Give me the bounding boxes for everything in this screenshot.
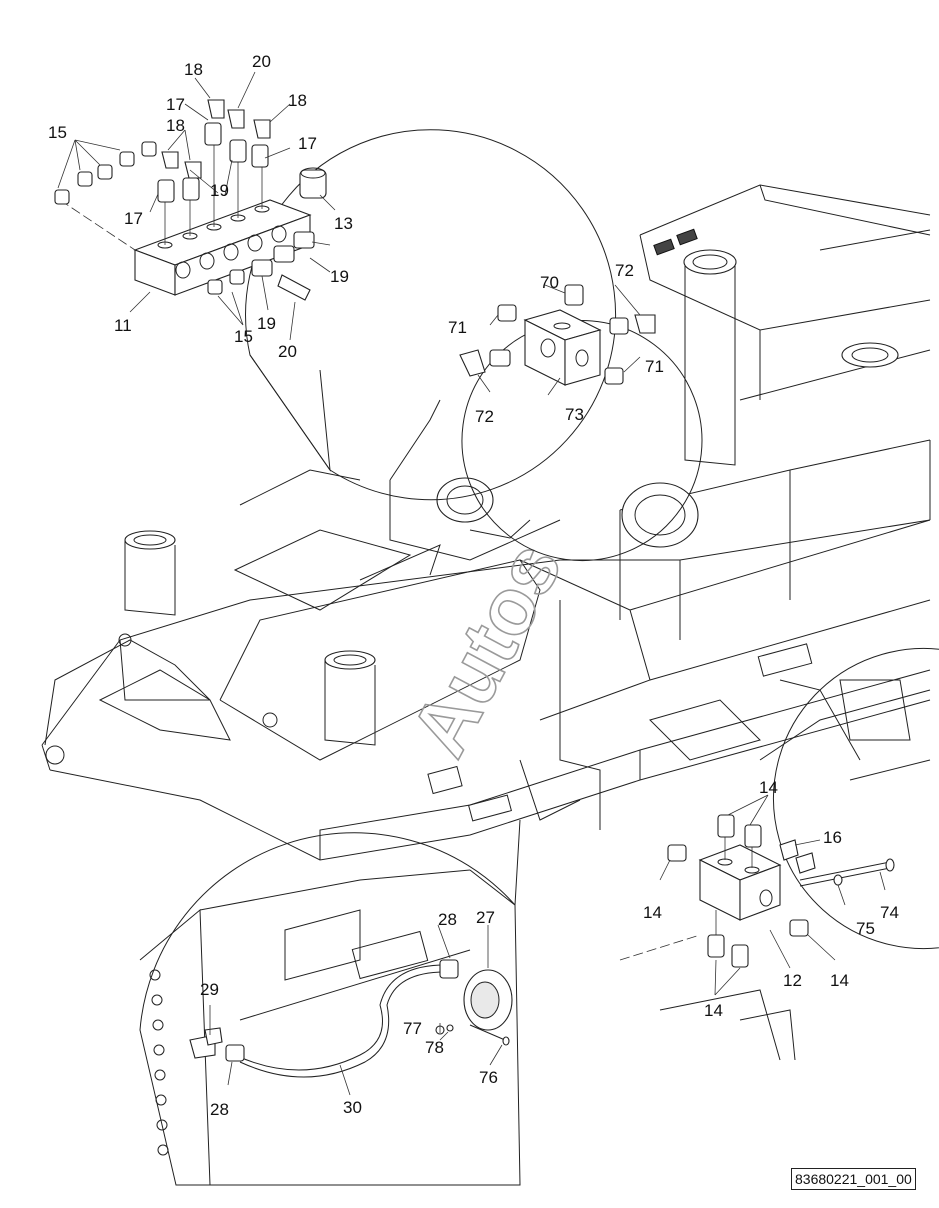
callout-19: 19: [257, 314, 276, 333]
callout-17: 17: [124, 209, 143, 228]
callout-71: 71: [448, 318, 467, 337]
callout-76: 76: [479, 1068, 498, 1087]
callout-14: 14: [830, 971, 849, 990]
callout-27: 27: [476, 908, 495, 927]
callout-19: 19: [330, 267, 349, 286]
callout-17: 17: [298, 134, 317, 153]
callout-14: 14: [643, 903, 662, 922]
callout-29: 29: [200, 980, 219, 999]
callout-13: 13: [334, 214, 353, 233]
detail-view-right: [619, 648, 939, 1061]
callout-75: 75: [856, 919, 875, 938]
callout-15: 15: [234, 327, 253, 346]
detail-view-bottom: [139, 819, 521, 1186]
callout-14: 14: [759, 778, 778, 797]
callout-18: 18: [288, 91, 307, 110]
callout-28: 28: [438, 910, 457, 929]
callout-78: 78: [425, 1038, 444, 1057]
drawing-reference-code: 83680221_001_00: [791, 1168, 916, 1190]
callout-74: 74: [880, 903, 899, 922]
machine-frame: [41, 184, 931, 861]
callout-71: 71: [645, 357, 664, 376]
callout-30: 30: [343, 1098, 362, 1117]
callout-19: 19: [210, 181, 229, 200]
callout-14: 14: [704, 1001, 723, 1020]
detail-view-upper-center: [459, 284, 703, 561]
callout-28: 28: [210, 1100, 229, 1119]
callout-20: 20: [278, 342, 297, 361]
callout-16: 16: [823, 828, 842, 847]
callout-18: 18: [184, 60, 203, 79]
callout-15: 15: [48, 123, 67, 142]
callout-12: 12: [783, 971, 802, 990]
callout-labels: 18 20 17 18 15 18 17 19 17 13 19 11 19 1…: [48, 52, 899, 1119]
callout-18: 18: [166, 116, 185, 135]
elbows-18-20: [161, 99, 311, 301]
callout-72: 72: [615, 261, 634, 280]
callout-20: 20: [252, 52, 271, 71]
callout-11: 11: [114, 316, 132, 335]
callout-77: 77: [403, 1019, 422, 1038]
fittings-17-19: [157, 122, 315, 277]
callout-73: 73: [565, 405, 584, 424]
callout-72: 72: [475, 407, 494, 426]
callout-17: 17: [166, 95, 185, 114]
callout-70: 70: [540, 273, 559, 292]
watermark: Autos: [394, 528, 579, 770]
detail-view-upper-left: [54, 71, 617, 501]
plug-set-15: [54, 141, 245, 295]
